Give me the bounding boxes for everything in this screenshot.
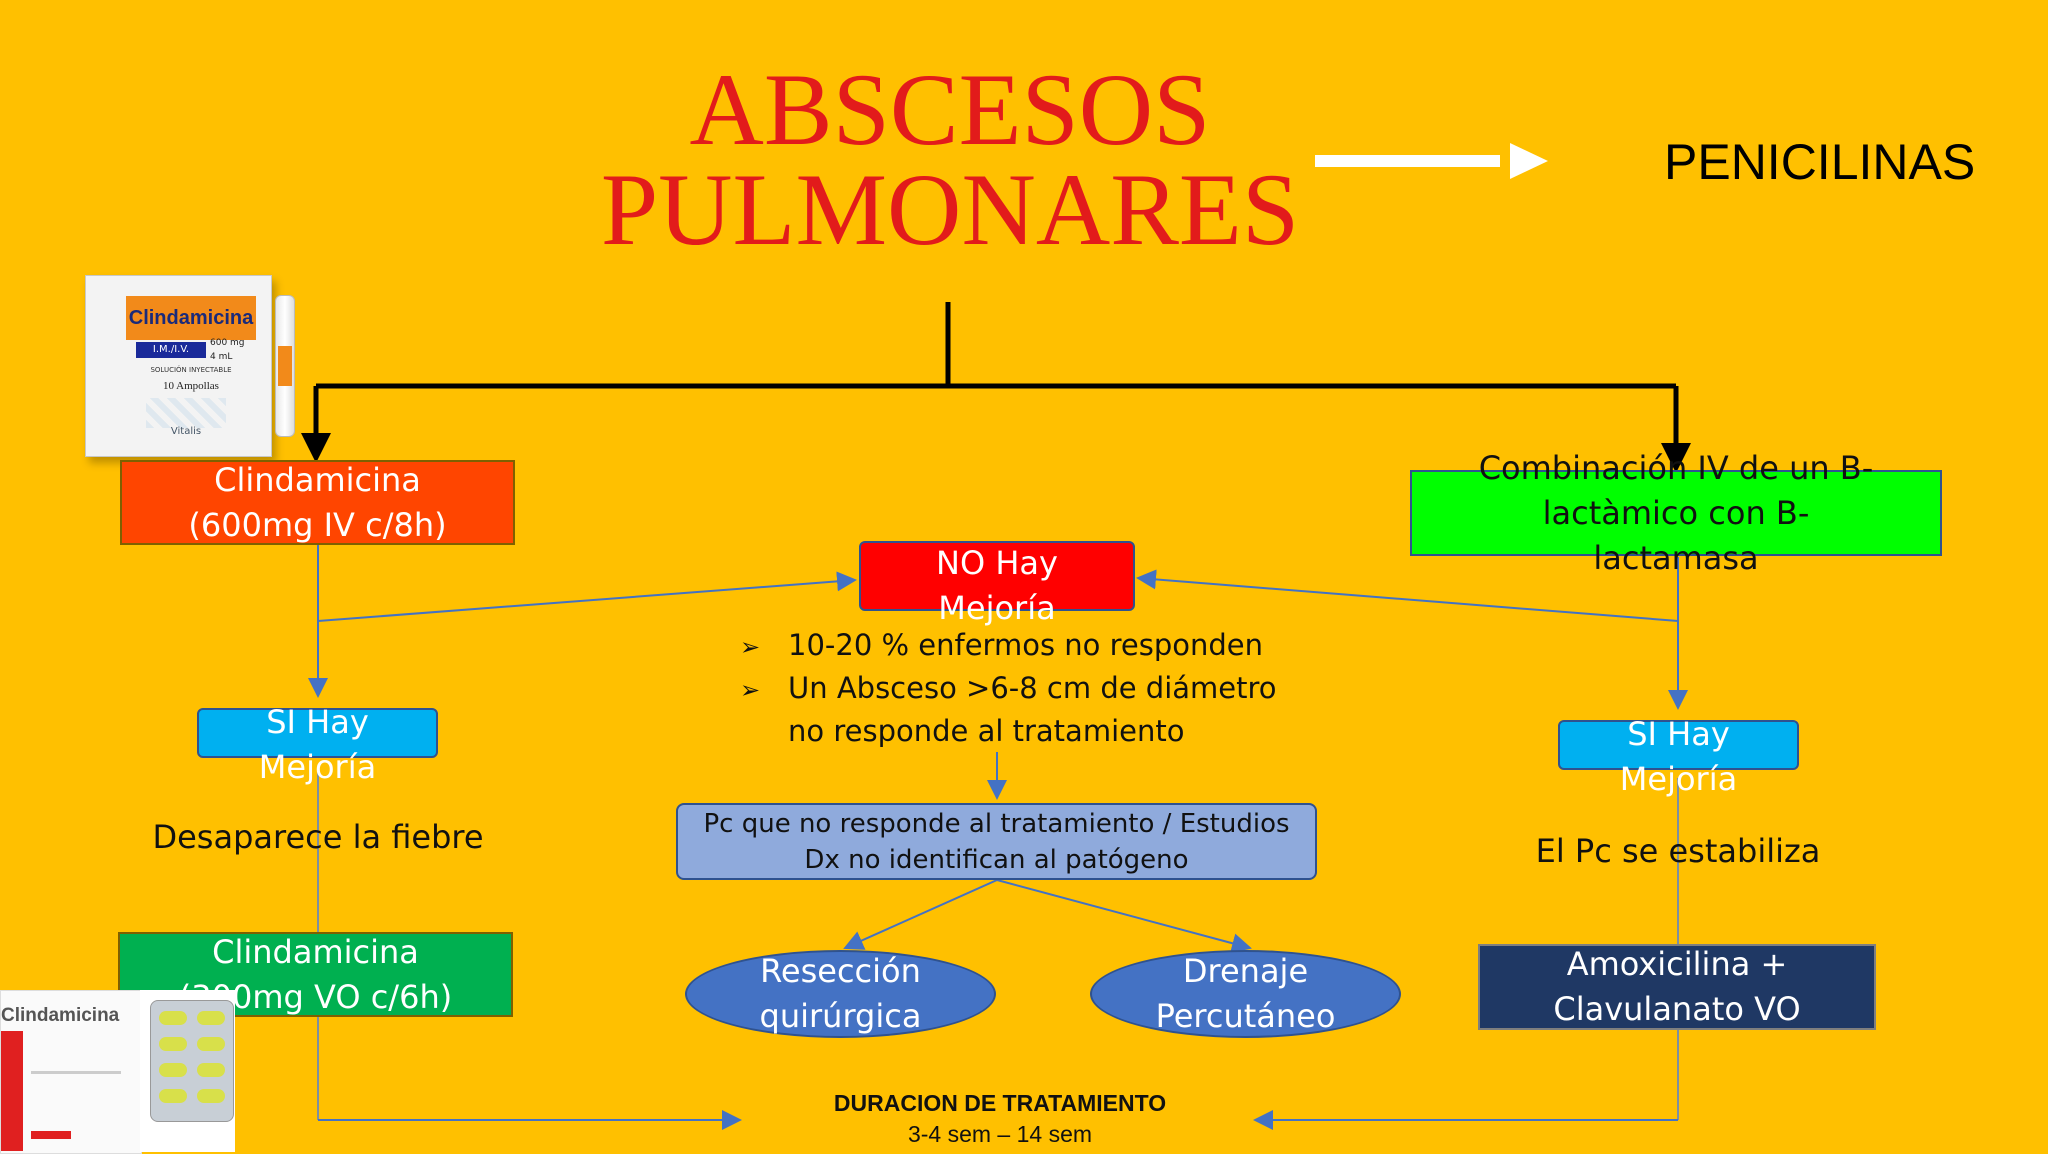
no-mejoria-label: NO Hay Mejoría [936,544,1058,627]
drenaje-ellipse: Drenaje Percutáneo [1090,950,1401,1038]
bullet-item-1: ➢10-20 % enfermos no responden [740,625,1277,668]
clindamicina-iv-box: Clindamicina (600mg IV c/8h) [120,460,515,545]
drenaje-label: Drenaje Percutáneo [1155,952,1336,1035]
duracion-heading: DURACION DE TRATAMIENTO [833,1090,1167,1116]
pkg1-count: 10 Ampollas [163,380,219,392]
clindamicina-capsules-image: Clindamicina [0,990,235,1154]
no-mejoria-box: NO Hay Mejoría [859,541,1135,627]
pkg1-sol: SOLUCIÓN INYECTABLE [150,366,232,374]
amoxicilina-label: Amoxicilina + Clavulanato VO [1553,945,1801,1028]
clindamicina-ampoule-box-image: Clindamicina I.M./I.V. 600 mg 4 mL SOLUC… [85,265,315,465]
amoxicilina-box: Amoxicilina + Clavulanato VO [1478,944,1876,1030]
pkg1-route: I.M./I.V. [136,342,206,358]
pkg1-dose: 600 mg [210,338,245,348]
si-mejoria-right-box: SI Hay Mejoría [1558,715,1799,798]
penicilinas-label: PENICILINAS [1664,134,1976,190]
title-line-2: PULMONARES [600,153,1300,267]
reseccion-label: Resección quirúrgica [759,952,922,1035]
bullet-item-2: ➢Un Absceso >6-8 cm de diámetro [740,668,1277,711]
combinacion-iv-label: Combinación IV de un B-lactàmico con B- … [1478,448,1874,577]
duracion-value: 3-4 sem – 14 sem [907,1121,1093,1147]
arrow-bullet-icon: ➢ [740,633,761,661]
page-title: ABSCESOS PULMONARES [560,53,1340,267]
title-line-1: ABSCESOS [689,53,1211,167]
pc-no-responde-box: Pc que no responde al tratamiento / Estu… [676,803,1317,880]
si-mejoria-right-label: SI Hay Mejoría [1619,715,1738,798]
pkg1-brand: Clindamicina [126,296,256,340]
clindamicina-iv-label: Clindamicina (600mg IV c/8h) [188,460,447,544]
si-mejoria-left-box: SI Hay Mejoría [197,703,438,786]
pkg2-brand: Clindamicina [1,1005,120,1026]
pc-no-responde-label: Pc que no responde al tratamiento / Estu… [703,808,1290,875]
desaparece-fiebre-text: Desaparece la fiebre [152,818,484,856]
combinacion-iv-box: Combinación IV de un B-lactàmico con B- … [1410,449,1942,577]
bullet-item-3: no responde al tratamiento [788,714,1185,748]
duracion-tratamiento: DURACION DE TRATAMIENTO 3-4 sem – 14 sem [760,1090,1240,1148]
pc-estabiliza-text: El Pc se estabiliza [1535,832,1821,870]
pkg1-vol: 4 mL [210,352,233,362]
si-mejoria-left-label: SI Hay Mejoría [258,703,377,786]
pkg1-maker: Vitalis [170,426,202,437]
reseccion-ellipse: Resección quirúrgica [685,950,996,1038]
clindamicina-vo-box: Clindamicina (300mg VO c/6h) [118,932,513,1017]
arrow-bullet-icon: ➢ [740,676,761,704]
no-mejoria-bullets: ➢10-20 % enfermos no responden ➢Un Absce… [740,625,1277,752]
